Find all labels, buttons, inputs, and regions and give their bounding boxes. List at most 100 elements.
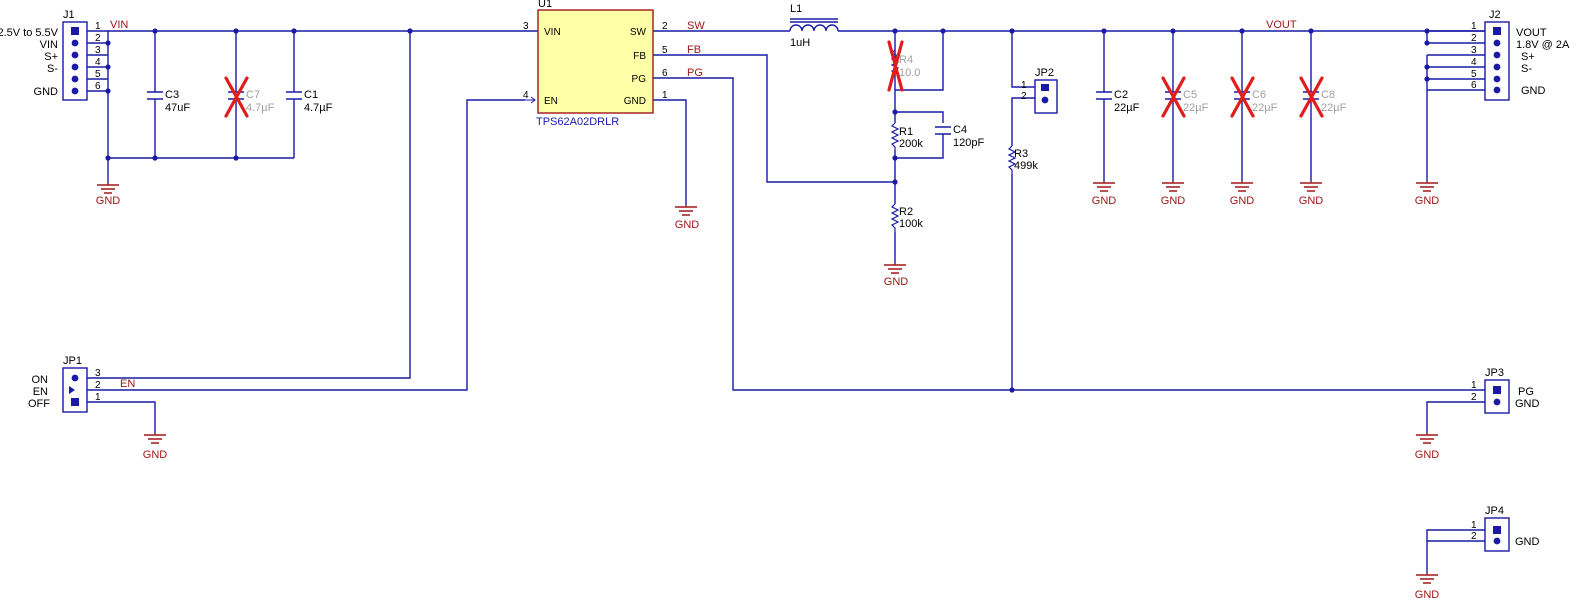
u1-pin-fb-name: FB [633,51,646,62]
gnd-symbol: GND [1230,181,1254,207]
u1-pin-vin-name: VIN [544,27,561,38]
c3-value: 47uF [165,102,190,114]
gnd-label: GND [1415,589,1440,601]
jp3-label-pg: PG [1518,386,1534,398]
gnd-symbol: GND [96,183,121,207]
r4-dnp-mark [887,40,904,92]
jumper-jp3: JP3 1 2 PG GND [1471,367,1540,414]
capacitor-c2: C2 22µF [1096,89,1140,114]
jumper-jp1: JP1 3 2 1 ON EN OFF [28,355,101,413]
u1-pin-pg-num: 6 [662,68,668,79]
net-label-fb: FB [687,44,701,56]
net-label-sw: SW [687,20,705,32]
j2-pin-2: 2 [1471,33,1477,44]
r3-value: 499k [1014,160,1038,172]
junction-dots [105,28,1430,393]
ground-symbols: GND GND GND GND GND GND GND GND GND GND … [96,181,1440,601]
j1-label-splus: S+ [44,51,58,63]
jp4-ref: JP4 [1485,505,1504,517]
en-arrow-icon [525,96,536,104]
c7-ref: C7 [246,89,260,101]
j1-pin-2: 2 [95,33,101,44]
gnd-symbol: GND [1092,181,1117,207]
gnd-label: GND [884,276,909,288]
resistor-r3: R3 499k [1007,145,1038,174]
j2-pin-1: 1 [1471,21,1477,32]
c7-dnp-mark [224,76,249,118]
c1-value: 4.7µF [304,102,333,114]
jp1-ref: JP1 [63,355,82,367]
r4-value: 10.0 [899,67,920,79]
gnd-symbol: GND [1299,181,1324,207]
j1-pin-1: 1 [95,21,101,32]
u1-pin-gnd-name: GND [624,96,646,107]
wires [75,30,1497,573]
c5-value: 22µF [1183,102,1209,114]
net-label-en: EN [120,378,135,390]
j2-label-splus: S+ [1521,51,1535,63]
jumper-jp4: JP4 1 2 GND [1471,505,1540,552]
gnd-label: GND [1092,195,1117,207]
u1-pin-gnd-num: 1 [662,90,668,101]
gnd-symbol: GND [143,433,168,461]
c5-ref: C5 [1183,89,1197,101]
j2-pin-3: 3 [1471,45,1477,56]
j1-label-range: 2.5V to 5.5V [0,27,59,39]
net-label-vin: VIN [110,19,128,31]
inductor-l1: L1 1uH [789,3,839,49]
jp3-ref: JP3 [1485,367,1504,379]
net-label-vout: VOUT [1266,19,1297,31]
capacitor-c1: C1 4.7µF [286,89,333,114]
c6-ref: C6 [1252,89,1266,101]
c4-ref: C4 [953,124,967,136]
jp3-pin-2: 2 [1471,392,1477,403]
u1-pin-fb-num: 5 [662,45,668,56]
r1-value: 200k [899,138,923,150]
j1-label-sminus: S- [47,63,58,75]
connector-j2: J2 1 2 3 4 5 6 VOUT 1.8V @ 2A S+ S- GND [1471,9,1570,101]
jp1-pin-3: 3 [95,368,101,379]
j1-pin-4: 4 [95,57,101,68]
jp2-pin-2: 2 [1021,91,1027,102]
gnd-label: GND [1299,195,1324,207]
connector-j1: J1 1 2 3 4 5 6 2.5V to 5.5V VIN S+ S- GN… [0,9,101,101]
gnd-symbol: GND [1415,181,1439,207]
j2-label-rating: 1.8V @ 2A [1516,39,1570,51]
u1-pin-sw-num: 2 [662,21,668,32]
jp4-label-gnd: GND [1515,536,1540,548]
j1-pin-3: 3 [95,45,101,56]
c6-value: 22µF [1252,102,1278,114]
r3-ref: R3 [1014,148,1028,160]
r1-ref: R1 [899,126,913,138]
u1-pin-en-num: 4 [523,90,529,101]
jp1-label-off: OFF [28,398,50,410]
gnd-symbol: GND [1161,181,1185,207]
ic-u1: U1 TPS62A02DRLR VIN EN SW FB PG GND 3 4 … [523,0,668,128]
gnd-label: GND [143,449,168,461]
jp3-label-gnd: GND [1515,398,1540,410]
gnd-label: GND [96,195,121,207]
r2-ref: R2 [899,206,913,218]
j1-ref: J1 [63,9,75,21]
c5-dnp-mark [1161,76,1186,118]
gnd-symbol: GND [1415,573,1440,601]
jp1-label-en: EN [33,386,48,398]
capacitor-c6: C6 22µF [1230,76,1278,118]
j2-label-vout: VOUT [1516,27,1547,39]
jp4-pin-1: 1 [1471,520,1477,531]
u1-pin-en-name: EN [544,96,558,107]
j2-label-gnd: GND [1521,85,1546,97]
jp1-pin-2: 2 [95,380,101,391]
j2-pin-4: 4 [1471,57,1477,68]
resistor-r1: R1 200k [890,122,923,150]
l1-value: 1uH [790,37,810,49]
jp3-pin-1: 1 [1471,380,1477,391]
c2-value: 22µF [1114,102,1140,114]
capacitor-c4: C4 120pF [935,124,984,149]
capacitor-c5: C5 22µF [1161,76,1209,118]
gnd-label: GND [675,219,700,231]
j1-pin-5: 5 [95,69,101,80]
j2-label-sminus: S- [1521,63,1532,75]
c1-ref: C1 [304,89,318,101]
